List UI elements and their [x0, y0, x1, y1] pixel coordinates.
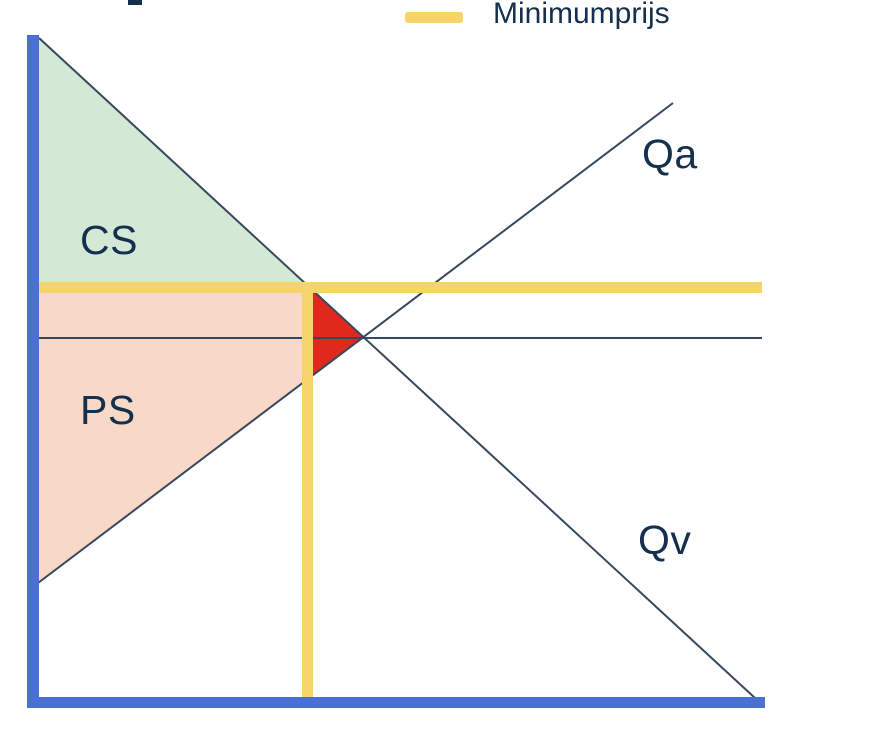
supply-curve-line	[37, 102, 674, 584]
deadweight-loss-triangle	[313, 291, 364, 376]
legend-minimum-price-label: Minimumprijs	[493, 0, 670, 30]
minimum-price-quantity-vertical-line	[302, 282, 313, 698]
cropped-title-fragment	[128, 0, 142, 5]
producer-surplus-label: PS	[80, 387, 136, 433]
demand-curve-label: Qv	[638, 517, 692, 563]
y-axis	[27, 35, 39, 708]
consumer-surplus-label: CS	[80, 217, 138, 263]
demand-curve-line	[38, 37, 756, 699]
supply-curve-label: Qa	[642, 131, 698, 177]
minimum-price-horizontal-line	[39, 282, 762, 293]
producer-surplus-region	[39, 293, 303, 583]
x-axis	[27, 697, 765, 708]
legend-minimum-price-swatch	[405, 12, 463, 23]
